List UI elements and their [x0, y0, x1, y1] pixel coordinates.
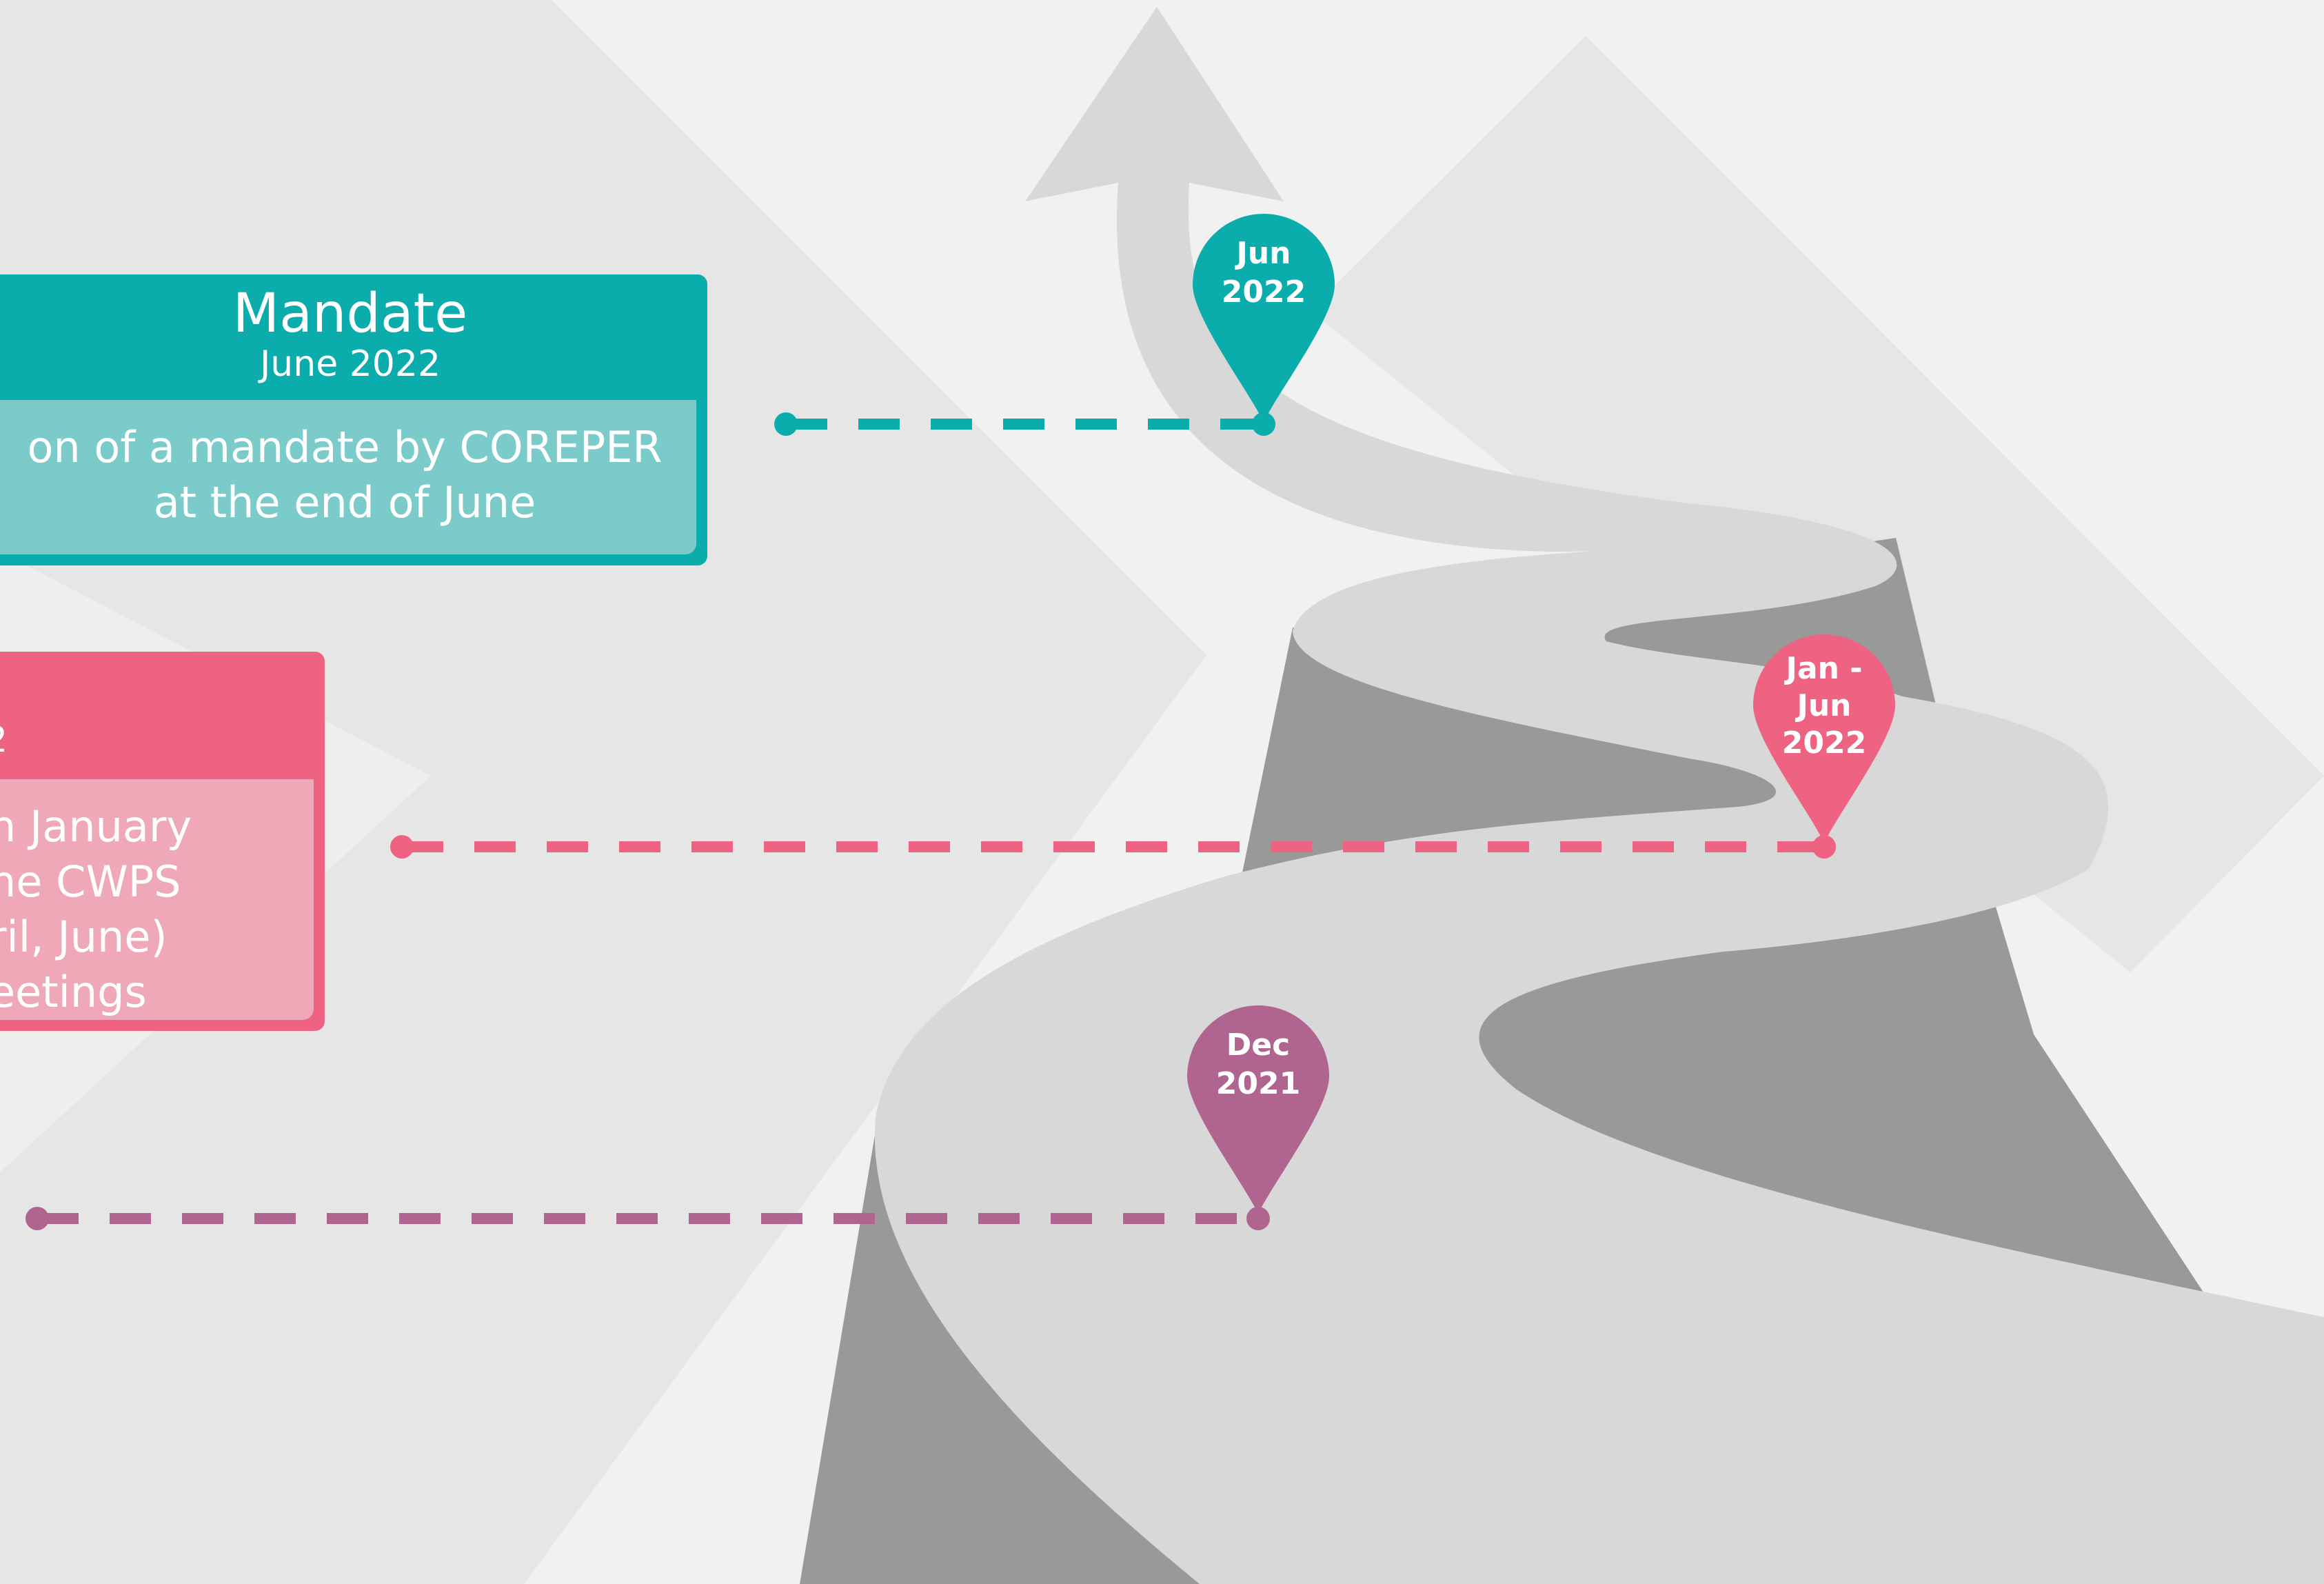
pin-label-line-2: 2022	[1221, 274, 1306, 310]
arrow-up-icon	[874, 7, 2324, 1584]
location-pin-icon	[1193, 214, 1335, 422]
mandate-card-line-1: on of a mandate by COREPER	[27, 422, 663, 472]
location-pin-icon	[1753, 634, 1895, 843]
pin-jun-2022: Jun 2022	[1193, 214, 1335, 422]
meetings-card-line-2: he CWPS	[0, 856, 181, 907]
connector-dot-dec	[26, 1207, 49, 1230]
pin-label-line-1: Dec	[1226, 1027, 1291, 1063]
mandate-card: Mandate June 2022 on of a mandate by COR…	[0, 274, 707, 565]
mandate-card-title: Mandate	[232, 283, 468, 345]
connectors	[26, 412, 1824, 1230]
meetings-card: 2 n January he CWPS ril, June) eetings	[0, 652, 325, 1031]
mandate-card-header: Mandate June 2022	[0, 274, 707, 400]
meetings-card-body: n January he CWPS ril, June) eetings	[0, 779, 314, 1020]
meetings-card-line-1: n January	[0, 801, 192, 852]
winding-road	[874, 7, 2324, 1584]
pin-label-line-2: 2021	[1215, 1066, 1301, 1101]
connector-dot-meetings	[390, 835, 414, 859]
connector-dot-mandate	[774, 412, 798, 436]
meetings-card-line-4: eetings	[0, 967, 147, 1017]
meetings-card-line-3: ril, June)	[0, 912, 168, 962]
meetings-card-header: 2	[0, 652, 325, 779]
mandate-card-line-2: at the end of June	[153, 477, 536, 528]
mandate-card-date: June 2022	[259, 343, 441, 385]
pin-jan-jun-2022: Jan - Jun 2022	[1753, 634, 1895, 843]
pin-label-line-3: 2022	[1781, 725, 1867, 761]
pin-dec-2021: Dec 2021	[1187, 1005, 1329, 1214]
pin-label-line-1: Jun	[1236, 236, 1291, 271]
pin-label-line-1: Jan -	[1786, 651, 1863, 686]
pin-label-line-2: Jun	[1797, 688, 1852, 723]
meetings-card-date: 2	[0, 722, 8, 758]
location-pin-icon	[1187, 1005, 1329, 1214]
mandate-card-body: on of a mandate by COREPER at the end of…	[0, 400, 696, 554]
mountain-shape-right	[1310, 36, 2324, 972]
